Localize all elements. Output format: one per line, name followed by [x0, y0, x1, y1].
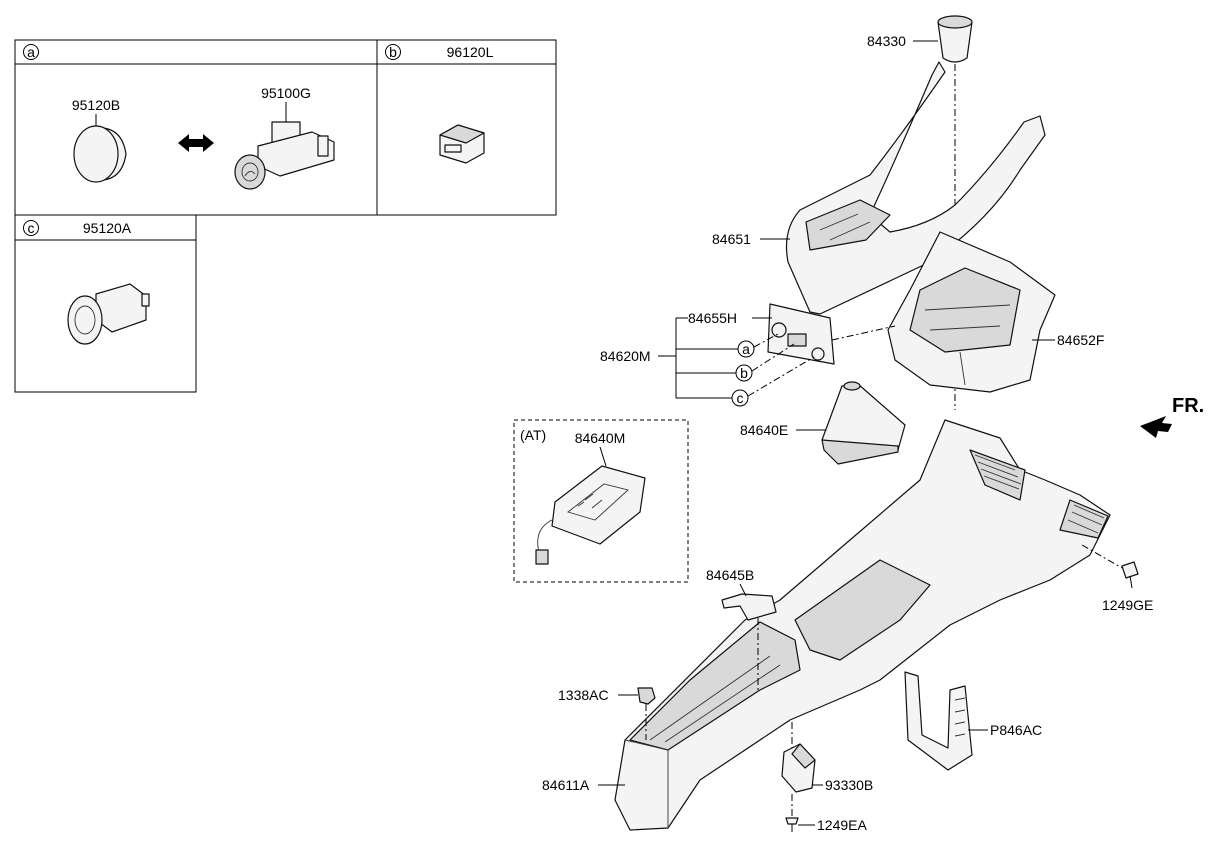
bracket-84645B-part: 84645B [706, 567, 777, 621]
inset-c-letter: c [28, 220, 35, 236]
forward-arrow-icon [1140, 416, 1172, 438]
at-tag: (AT) [520, 427, 546, 443]
cigar-lighter-part [234, 121, 335, 190]
label-1249EA: 1249EA [817, 817, 867, 833]
floor-console-part: 84611A [542, 419, 1111, 831]
console-upper-cover-part: 84651 [712, 61, 1046, 315]
screw-1249GE-part: 1249GE [1102, 561, 1153, 613]
switch-93330B-part: 93330B [781, 743, 873, 793]
label-84640E: 84640E [740, 422, 788, 438]
label-84655H: 84655H [688, 310, 737, 326]
direction-label: FR. [1172, 395, 1204, 417]
inset-c-header: c 95120A [23, 220, 132, 236]
label-84652F: 84652F [1057, 332, 1104, 348]
label-84330: 84330 [867, 33, 906, 49]
label-84611A: 84611A [542, 777, 590, 793]
inset-a-part-2: 95100G [261, 85, 311, 101]
inset-table: a b 96120L c 95120A 95120B 95100G [14, 39, 557, 393]
inset-a-part-1: 95120B [72, 97, 120, 113]
label-84651: 84651 [712, 231, 751, 247]
label-P846AC: P846AC [990, 722, 1042, 738]
callout-a: a [742, 341, 750, 357]
console-bin-part: 84652F [887, 231, 1104, 393]
inset-a-header: a [23, 44, 39, 60]
panel-assembly-callouts: 84620M a b c [600, 317, 815, 407]
label-1338AC: 1338AC [558, 687, 609, 703]
shift-indicator-part [535, 465, 646, 565]
label-84620M: 84620M [600, 348, 651, 364]
cigar-cap-part [73, 125, 127, 183]
label-93330B: 93330B [825, 777, 873, 793]
inset-b-letter: b [389, 44, 397, 60]
switch-panel-part: 84655H [688, 303, 835, 365]
double-arrow-icon [178, 134, 214, 152]
inset-b-part: 96120L [447, 44, 494, 60]
shift-boot-part: 84640E [740, 381, 906, 465]
label-84645B: 84645B [706, 567, 754, 583]
knob-part: 84330 [867, 15, 973, 63]
bracket-P846AC-part: P846AC [904, 671, 1042, 771]
label-1249GE: 1249GE [1102, 597, 1153, 613]
callout-b: b [740, 365, 748, 381]
at-box: (AT) 84640M [513, 419, 689, 583]
inset-c-part: 95120A [83, 220, 132, 236]
inset-b-header: b 96120L [385, 44, 494, 60]
screw-1249EA-part: 1249EA [785, 817, 867, 833]
usb-jack-part [439, 124, 485, 164]
at-part: 84640M [575, 430, 626, 446]
callout-c: c [737, 390, 744, 406]
power-outlet-part [67, 283, 150, 345]
front-direction-indicator: FR. [1140, 395, 1204, 438]
clip-1338AC-part: 1338AC [558, 687, 656, 705]
inset-a-letter: a [27, 44, 35, 60]
